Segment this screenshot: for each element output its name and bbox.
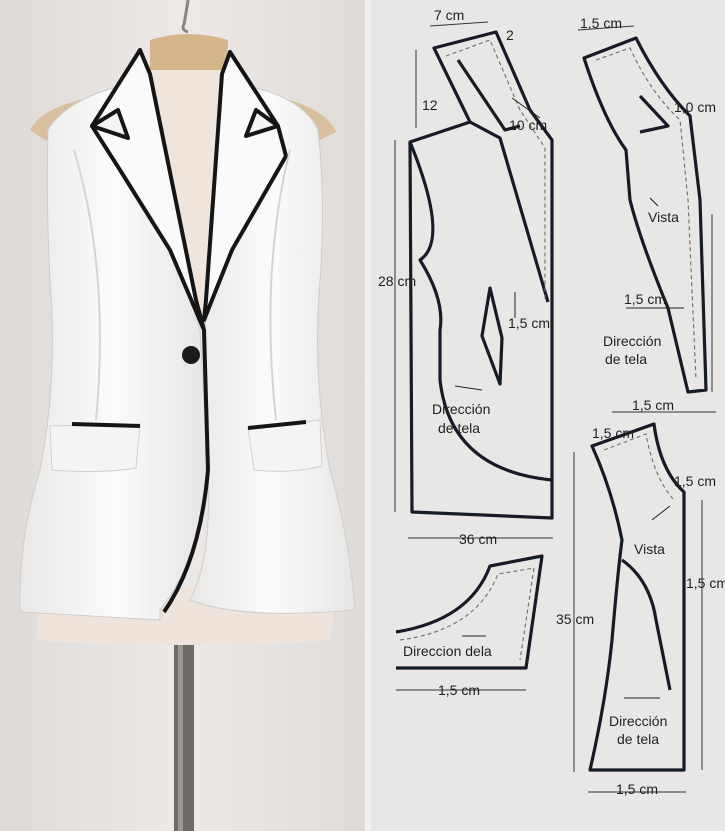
label-35cm: 35 cm	[556, 611, 594, 627]
label-back-1-5cm-side: 1,5 cm	[674, 473, 716, 489]
front-lapel-line	[469, 120, 550, 303]
label-1-5cm-dart: 1,5 cm	[508, 315, 550, 331]
right-pocket-flap	[247, 419, 323, 472]
front-collar-fold	[456, 59, 521, 132]
hanger-hook	[181, 0, 190, 34]
label-28cm: 28 cm	[378, 273, 416, 289]
button	[182, 346, 200, 364]
label-grain-4a: Dirección	[609, 713, 667, 729]
back-outline	[588, 422, 686, 772]
panel-divider	[365, 0, 371, 831]
left-pocket-piping	[71, 422, 141, 428]
label-36cm: 36 cm	[459, 531, 497, 547]
label-back-1-5cm-top: 1,5 cm	[592, 425, 634, 441]
label-collar-1-5cm: 1,5 cm	[438, 682, 480, 698]
label-grain-2b: de tela	[605, 351, 647, 367]
front-seam-allowance	[445, 39, 546, 300]
label-grain-1b: de tela	[438, 420, 480, 436]
back-pattern-piece: 1,5 cm 1,5 cm Vista 1,5 cm 35 cm Direcci…	[556, 422, 725, 797]
label-7cm: 7 cm	[434, 7, 464, 23]
facing-seam-allowance	[595, 47, 697, 381]
front-hem-curve	[438, 379, 553, 482]
label-vista-1: Vista	[648, 209, 679, 225]
label-back-1-5cm-right: 1,5 cm	[686, 575, 725, 591]
vista-arrow	[649, 197, 659, 207]
neck-arrow	[511, 97, 541, 119]
hanger-wood	[150, 34, 228, 80]
label-12: 12	[422, 97, 438, 113]
left-collar-notch	[90, 108, 130, 140]
collar-outline	[395, 554, 544, 670]
label-grain-1a: Dirección	[432, 401, 490, 417]
grain-arrow-front	[454, 385, 483, 391]
dim-line-top	[429, 21, 489, 27]
label-grain-2a: Dirección	[603, 333, 661, 349]
label-grain-3: Direccion dela	[403, 643, 492, 659]
right-collar-notch	[244, 108, 280, 138]
label-back-1-5cm-bottom: 1,5 cm	[616, 781, 658, 797]
right-princess-seam	[269, 149, 291, 421]
front-dart	[480, 286, 504, 386]
label-facing-1-5cm-inner: 1,5 cm	[624, 291, 666, 307]
pattern-diagram: 7 cm 2 12 10 cm 28 cm 1,5 cm Dirección d…	[378, 7, 725, 797]
label-facing-1-5cm-bottom: 1,5 cm	[632, 397, 674, 413]
left-princess-seam	[73, 149, 101, 421]
facing-pattern-piece: 1,5 cm 1,0 cm Vista 1,5 cm Dirección de …	[577, 15, 716, 413]
vest-illustration	[0, 0, 365, 831]
facing-outline	[582, 36, 708, 394]
facing-notch	[638, 94, 670, 134]
front-outline	[408, 30, 554, 520]
left-pocket-flap	[49, 423, 141, 473]
front-pattern-piece: 7 cm 2 12 10 cm 28 cm 1,5 cm Dirección d…	[378, 7, 554, 547]
pole-highlight	[178, 640, 183, 831]
vista-arrow-back	[651, 505, 671, 521]
label-facing-1-5cm-top: 1,5 cm	[580, 15, 622, 31]
right-pocket-piping	[247, 420, 307, 430]
mannequin-pole	[174, 640, 194, 831]
label-facing-1-0cm: 1,0 cm	[674, 99, 716, 115]
label-grain-4b: de tela	[617, 731, 659, 747]
vest-illustration-panel	[0, 0, 365, 831]
label-10cm: 10 cm	[509, 117, 547, 133]
collar-pattern-piece: Direccion dela 1,5 cm	[395, 554, 544, 698]
pattern-panel: 7 cm 2 12 10 cm 28 cm 1,5 cm Dirección d…	[371, 0, 725, 831]
back-seam-allowance	[603, 433, 675, 501]
dim-line-facing-top	[577, 25, 635, 31]
label-vista-2: Vista	[634, 541, 665, 557]
back-princess-line	[621, 558, 672, 691]
front-armhole-curve	[408, 141, 443, 380]
front-edge-piping	[162, 329, 211, 614]
label-2: 2	[506, 27, 514, 43]
